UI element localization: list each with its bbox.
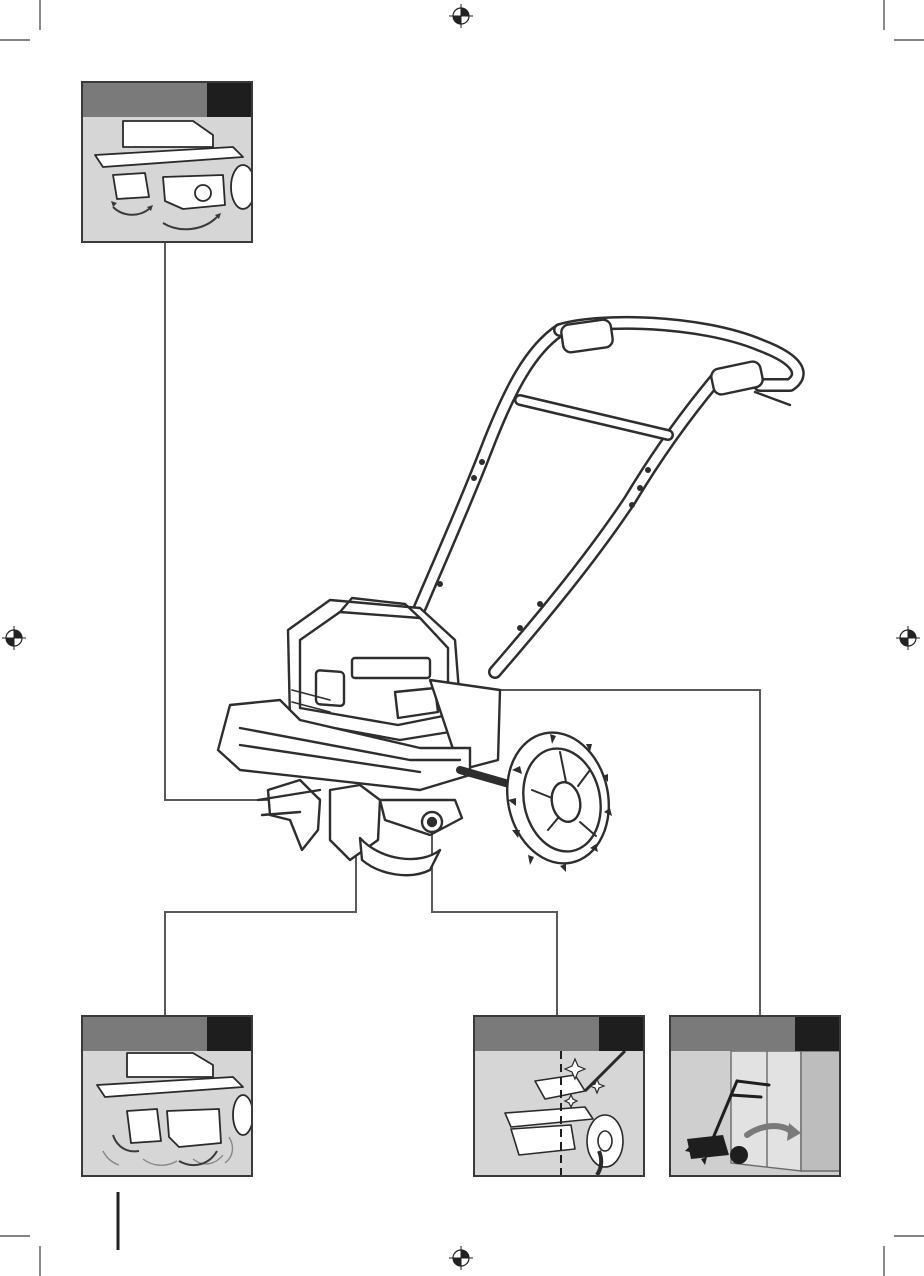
tiller-storage-shed-icon [671,1051,841,1177]
panel-header-tab [599,1017,643,1051]
panel-tines-rotation-bottom [81,1015,253,1177]
cordless-tiller-icon [218,319,798,876]
registration-mark-left [2,626,26,650]
panel-storage [669,1015,841,1177]
registration-mark-right [896,626,920,650]
panel-header-tab [795,1017,839,1051]
panel-wheel-split [473,1015,645,1177]
panel-header [671,1017,839,1051]
panel-header-tab [207,1017,251,1051]
registration-mark-top [449,4,473,28]
panel-header [83,1017,251,1051]
panel-header [475,1017,643,1051]
registration-mark-bottom [449,1246,473,1270]
tiller-wheel-cleaning-icon [475,1051,645,1177]
leader-lines [165,242,760,1016]
panel-header [83,83,251,117]
tiller-tines-rotation-icon [83,117,253,243]
panel-header-tab [207,83,251,117]
tiller-tines-soil-icon [83,1051,253,1177]
panel-tines-rotation-top [81,81,253,243]
